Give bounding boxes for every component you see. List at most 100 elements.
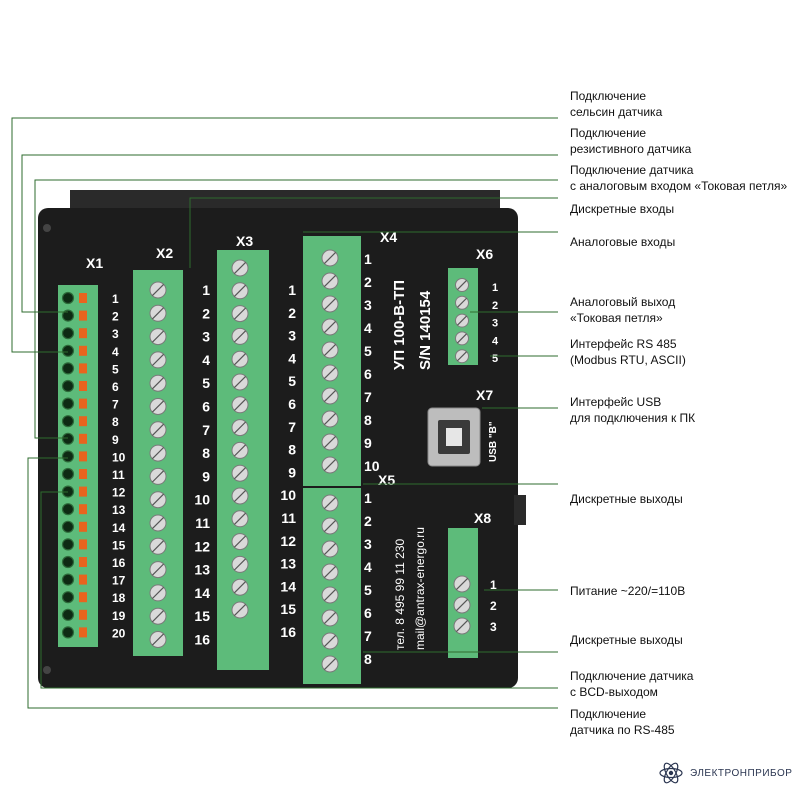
x3-pin-number: 6 (288, 396, 296, 412)
x3-pin-number: 4 (288, 350, 296, 366)
x5-screw-slot (323, 565, 337, 579)
x1-pin-number: 7 (112, 398, 119, 412)
x1-wire-hole[interactable] (61, 591, 75, 604)
x1-release-button[interactable] (79, 398, 87, 409)
x5-screw-slot (323, 496, 337, 510)
x1-wire-hole[interactable] (61, 309, 75, 322)
x1-release-button[interactable] (79, 451, 87, 462)
x1-release-button[interactable] (79, 609, 87, 620)
x2-pin-number: 1 (202, 282, 210, 298)
x4-pin-number: 4 (364, 320, 372, 336)
x5-pin-number: 5 (364, 582, 372, 598)
x3-pin-number: 12 (280, 533, 296, 549)
x4-screw-slot (323, 320, 337, 334)
x1-release-button[interactable] (79, 416, 87, 427)
x1-wire-hole[interactable] (61, 503, 75, 516)
x1-wire-hole[interactable] (61, 450, 75, 463)
leader-current-loop-in (34, 179, 558, 439)
x1-release-button[interactable] (79, 433, 87, 444)
x1-pin-number: 11 (112, 468, 125, 482)
x1-release-button[interactable] (79, 469, 87, 479)
x3-pin-number: 7 (288, 419, 296, 435)
x2-label: X2 (156, 245, 173, 261)
x2-screw-slot (151, 633, 165, 646)
x1-wire-hole[interactable] (61, 379, 75, 393)
x2-screw-slot (151, 400, 165, 413)
x1-release-button[interactable] (79, 293, 87, 303)
x4-pin-number: 10 (364, 458, 380, 474)
x3-screw-slot (233, 558, 247, 571)
leader-resistive (21, 154, 558, 313)
x1-wire-hole[interactable] (61, 520, 75, 533)
x1-release-button[interactable] (79, 592, 87, 603)
x1-wire-hole[interactable] (61, 467, 75, 481)
callout-current-loop-in: Подключение датчика с аналоговым входом … (570, 163, 788, 193)
x4-screw-slot (323, 458, 337, 472)
x1-release-button[interactable] (79, 627, 87, 638)
x1-wire-hole[interactable] (61, 397, 75, 410)
x5-screw-slot (323, 542, 337, 556)
callout-discrete-out-1: Дискретные выходы (570, 492, 683, 506)
x8-label: X8 (474, 510, 491, 526)
x3-screw-slot (233, 512, 247, 525)
x3-pin-number: 15 (280, 601, 296, 617)
x4-screw-slot (323, 412, 337, 426)
x3-screw-slot (233, 375, 247, 389)
x1-release-button[interactable] (79, 557, 87, 567)
x4-screw-slot (323, 274, 337, 288)
logo-text: ЭЛЕКТРОНПРИБОР (690, 767, 793, 779)
x1-wire-hole[interactable] (61, 626, 75, 639)
x1-wire-hole[interactable] (61, 538, 75, 551)
x1-release-button[interactable] (79, 363, 87, 374)
x1-pin-number: 18 (112, 591, 126, 605)
x1-pin-number: 17 (112, 574, 126, 588)
x1-release-button[interactable] (79, 521, 87, 532)
x4-screw-slot (323, 251, 337, 265)
x6-screw-slot (457, 280, 467, 290)
x1-pin-number: 6 (112, 380, 119, 394)
x2-pin-number: 7 (202, 422, 210, 438)
x1-wire-hole[interactable] (61, 327, 75, 340)
x1-wire-hole[interactable] (61, 344, 75, 357)
x4-pin-number: 3 (364, 297, 372, 313)
x5-pin-number: 7 (364, 628, 372, 644)
x6-screw-slot (457, 297, 467, 308)
x1-release-button[interactable] (79, 504, 87, 515)
x2-pin-number: 11 (195, 515, 210, 531)
x2-pin-number: 5 (202, 375, 210, 391)
x1-wire-hole[interactable] (61, 291, 75, 305)
x1-wire-hole[interactable] (61, 608, 75, 621)
x4-screw-slot (323, 435, 337, 449)
x4-label: X4 (380, 229, 397, 245)
x1-release-button[interactable] (79, 486, 87, 497)
screw-top-left (43, 224, 51, 232)
x1-pin-number: 16 (112, 556, 126, 570)
x4-pin-number: 2 (364, 274, 372, 290)
x6-pin-number: 4 (492, 335, 499, 347)
x2-pin-number: 12 (194, 538, 210, 554)
x2-pin-number: 13 (194, 562, 210, 578)
x1-release-button[interactable] (79, 574, 87, 585)
leader-selsyn (11, 117, 558, 353)
x8-pin-number: 3 (490, 620, 497, 634)
x3-screw-slot (233, 261, 247, 275)
device-phone: тел. 8 495 99 11 230 (393, 539, 407, 650)
x1-release-button[interactable] (79, 539, 87, 550)
x1-wire-hole[interactable] (61, 573, 75, 586)
x1-release-button[interactable] (79, 381, 87, 391)
x2-pin-number: 15 (194, 608, 210, 624)
x3-screw-slot (233, 489, 247, 503)
device-email: mail@antrax-energo.ru (413, 527, 427, 650)
x4-screw-slot (323, 297, 337, 311)
x1-wire-hole[interactable] (61, 415, 75, 428)
x1-pin-number: 19 (112, 609, 126, 623)
x1-release-button[interactable] (79, 345, 87, 356)
x1-release-button[interactable] (79, 310, 87, 321)
x3-pin-number: 10 (280, 487, 296, 503)
x1-wire-hole[interactable] (61, 362, 75, 375)
x1-pin-number: 8 (112, 415, 119, 429)
x1-wire-hole[interactable] (61, 432, 75, 445)
x1-release-button[interactable] (79, 328, 87, 339)
x2-screw-slot (151, 353, 165, 366)
x1-wire-hole[interactable] (61, 555, 75, 569)
